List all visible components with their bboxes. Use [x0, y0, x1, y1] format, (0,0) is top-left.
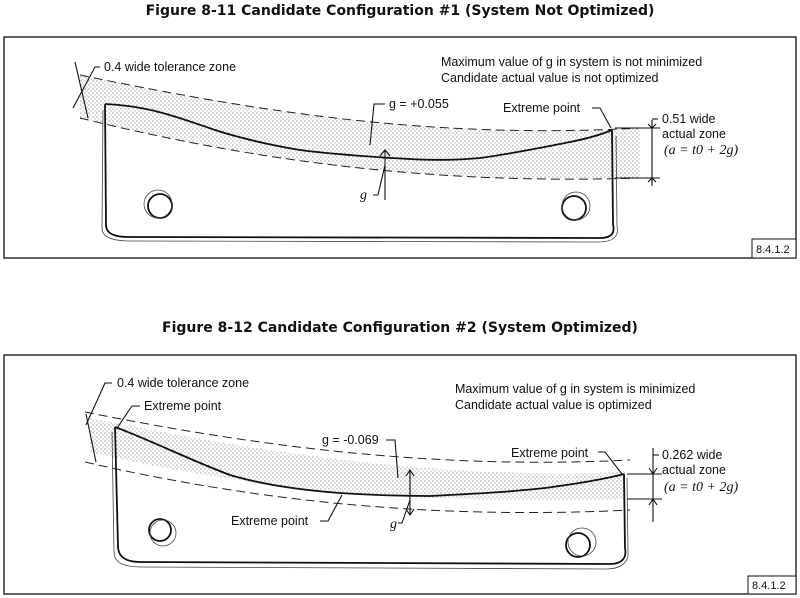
reference-number: 8.4.1.2	[752, 580, 786, 592]
g-value-leader	[369, 103, 385, 146]
tolerance-zone-label: 0.4 wide tolerance zone	[104, 60, 236, 74]
actual-zone-dimension	[648, 448, 658, 522]
actual-zone-formula: (a = t0 + 2g)	[664, 143, 738, 158]
actual-zone-line-2: actual zone	[662, 127, 726, 141]
figure-8-12: 0.4 wide tolerance zone Extreme point Ma…	[3, 354, 797, 595]
actual-zone-dimension	[647, 120, 657, 186]
g-dimension	[379, 149, 391, 200]
hole-right-actual	[561, 191, 591, 221]
tolerance-zone-label: 0.4 wide tolerance zone	[117, 376, 249, 390]
hole-right	[561, 195, 587, 221]
figure-8-11-title: Figure 8-11 Candidate Configuration #1 (…	[145, 3, 655, 19]
extreme-point-bottom-label: Extreme point	[231, 514, 309, 528]
tolerance-boundary-lower	[79, 117, 641, 180]
note-line-2: Candidate actual value is optimized	[455, 398, 652, 412]
extreme-point-bottom-leader	[320, 494, 343, 522]
hole-right	[565, 532, 591, 558]
reference-box	[751, 238, 797, 259]
actual-zone-band	[90, 418, 625, 501]
g-value-label: g = +0.055	[389, 97, 449, 111]
extreme-point-label: Extreme point	[503, 101, 581, 115]
actual-zone-line-2: actual zone	[662, 463, 726, 477]
note-line-1: Maximum value of g in system is not mini…	[441, 55, 702, 69]
extreme-point-right-leader	[598, 451, 623, 475]
hole-left-actual	[143, 189, 173, 219]
hole-left-actual	[149, 519, 177, 547]
reference-number: 8.4.1.2	[756, 244, 790, 256]
g-value-label: g = -0.069	[322, 433, 379, 447]
reference-box	[747, 575, 797, 595]
g-leader	[373, 164, 386, 196]
g-value-leader	[386, 439, 399, 479]
note-line-2: Candidate actual value is not optimized	[441, 71, 659, 85]
tolerance-zone-leader	[85, 382, 112, 426]
extreme-point-right-label: Extreme point	[511, 446, 589, 460]
figure-8-12-title: Figure 8-12 Candidate Configuration #2 (…	[162, 320, 638, 336]
extreme-point-left-label: Extreme point	[144, 399, 222, 413]
tolerance-boundary-lower	[84, 461, 631, 514]
tolerance-zone-leader-tick	[74, 61, 89, 119]
tolerance-zone-leader-tick	[85, 413, 97, 463]
hole-left	[147, 193, 173, 219]
figure-8-12-frame	[3, 354, 797, 595]
tolerance-band	[80, 75, 640, 180]
hole-right-actual	[567, 527, 597, 557]
extreme-point-leader	[592, 107, 612, 129]
tolerance-boundary-upper	[84, 411, 631, 463]
g-label: g	[390, 517, 397, 532]
actual-zone-line-1: 0.262 wide	[662, 448, 723, 462]
part-outline	[114, 426, 627, 565]
tolerance-boundary-upper	[79, 74, 641, 132]
part-outline	[104, 103, 615, 239]
g-leader	[398, 499, 411, 524]
tolerance-zone-leader	[72, 66, 100, 109]
figure-8-11: 0.4 wide tolerance zone Maximum value of…	[3, 36, 797, 259]
datum-simulator-outline	[101, 109, 618, 243]
actual-zone-line-1: 0.51 wide	[662, 112, 716, 126]
g-dimension	[405, 469, 415, 516]
datum-simulator-outline	[111, 431, 629, 570]
hole-left	[148, 518, 172, 542]
actual-zone-formula: (a = t0 + 2g)	[664, 480, 738, 495]
g-label: g	[360, 188, 367, 203]
extreme-point-left-leader	[116, 405, 140, 429]
note-line-1: Maximum value of g in system is minimize…	[455, 382, 695, 396]
figure-8-11-frame	[3, 36, 797, 259]
